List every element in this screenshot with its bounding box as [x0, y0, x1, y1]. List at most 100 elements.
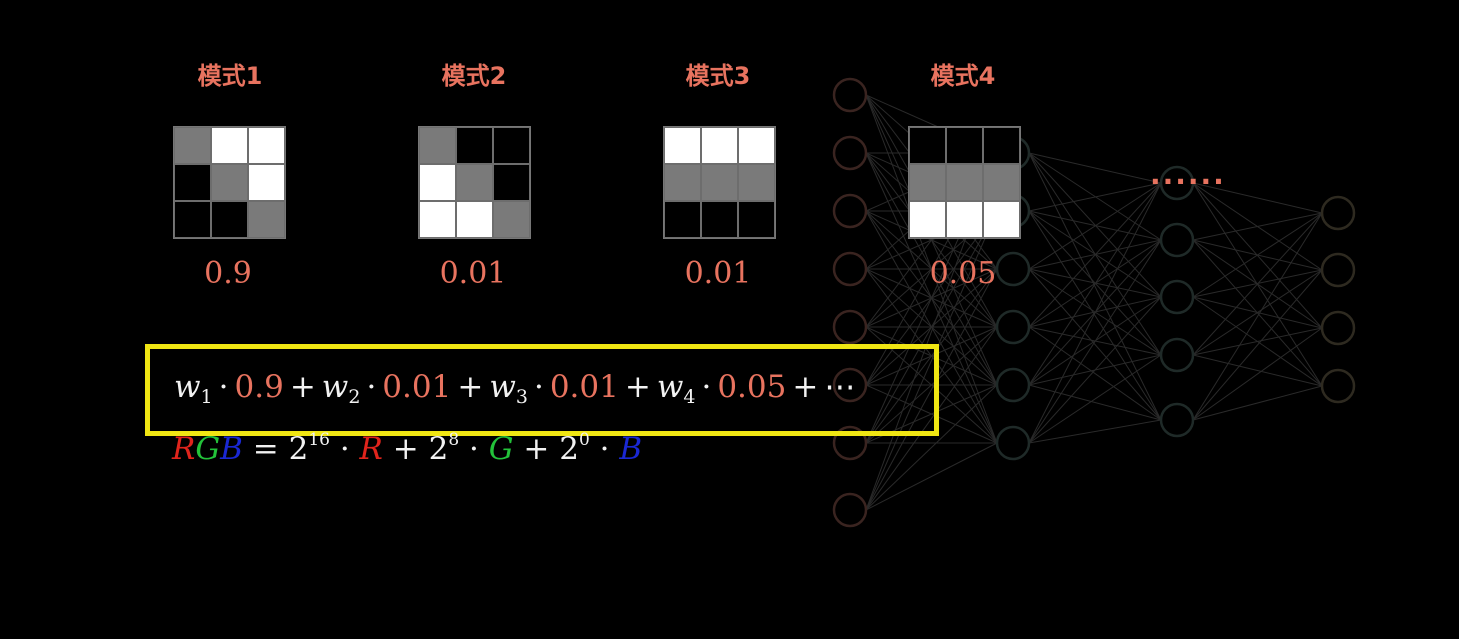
pattern-cell [664, 201, 701, 238]
pattern-label-1: 模式1 [197, 62, 263, 90]
rgb-R: R [172, 431, 196, 467]
network-node [832, 367, 868, 403]
network-edge [1028, 182, 1162, 386]
network-edge [1028, 182, 1162, 270]
network-node [832, 193, 868, 229]
network-edge [1028, 210, 1162, 421]
pattern-grid-2 [418, 126, 531, 239]
pattern-cell [211, 201, 248, 238]
value-4: 0.05 [717, 369, 787, 405]
pattern-cell [248, 127, 285, 164]
network-edge [1192, 212, 1323, 241]
network-edge [865, 268, 998, 444]
network-node [995, 425, 1031, 461]
weight-w2: w2 [321, 369, 361, 408]
pattern-label-3: 模式3 [685, 62, 751, 90]
network-node [832, 251, 868, 287]
pattern-score-2: 0.01 [439, 256, 507, 291]
pattern-cell [909, 201, 946, 238]
pattern-cell [174, 127, 211, 164]
network-node [1320, 252, 1356, 288]
network-edge [865, 326, 998, 444]
pattern-grid-4 [908, 126, 1021, 239]
network-node [1159, 222, 1195, 258]
weighted-sum-formula: w1·0.9+w2·0.01+w3·0.01+w4·0.05+⋯ [174, 369, 856, 408]
network-edge [865, 384, 998, 511]
network-edge [865, 210, 998, 511]
network-node [832, 77, 868, 113]
pattern-label-2: 模式2 [441, 62, 507, 90]
pattern-cell [664, 164, 701, 201]
pattern-cell [174, 164, 211, 201]
pattern-cell [701, 201, 738, 238]
network-node [1159, 165, 1195, 201]
pattern-cell [909, 164, 946, 201]
network-node [995, 251, 1031, 287]
network-node [832, 492, 868, 528]
network-node [1159, 279, 1195, 315]
pattern-cell [738, 164, 775, 201]
value-3: 0.01 [549, 369, 619, 405]
network-edge [1028, 326, 1162, 421]
network-edge [1192, 269, 1323, 356]
pattern-cell [248, 201, 285, 238]
pattern-cell [456, 127, 493, 164]
network-edge [1028, 419, 1162, 444]
pattern-grid-3 [663, 126, 776, 239]
ellipsis-more-patterns: ...... [1150, 158, 1226, 191]
pattern-cell [456, 164, 493, 201]
network-edge [1028, 354, 1162, 444]
network-node [1159, 402, 1195, 438]
pattern-cell [983, 164, 1020, 201]
network-edge [1028, 296, 1162, 444]
pattern-cell [738, 201, 775, 238]
pattern-score-3: 0.01 [684, 256, 752, 291]
network-edge [1028, 239, 1162, 444]
network-edge [1028, 384, 1162, 421]
network-node [1320, 195, 1356, 231]
network-edge [1192, 212, 1323, 356]
pattern-cell [664, 127, 701, 164]
pattern-cell [174, 201, 211, 238]
network-edge [1028, 152, 1162, 184]
pattern-score-1: 0.9 [204, 256, 252, 291]
network-edge [865, 268, 998, 511]
network-edge [1028, 182, 1162, 444]
network-edge [1192, 212, 1323, 298]
pattern-cell [909, 127, 946, 164]
pattern-cell [419, 201, 456, 238]
pattern-cell [983, 201, 1020, 238]
network-node [1320, 310, 1356, 346]
pattern-cell [701, 164, 738, 201]
rgb-B: B [220, 431, 243, 467]
pattern-cell [946, 127, 983, 164]
network-edge [1192, 269, 1323, 421]
pattern-cell [493, 201, 530, 238]
network-node [1159, 337, 1195, 373]
pattern-cell [701, 127, 738, 164]
weight-w1: w1 [174, 369, 213, 408]
network-node [832, 425, 868, 461]
network-edge [865, 326, 998, 511]
rgb-G: G [195, 431, 221, 467]
network-edge [1192, 327, 1323, 356]
network-node [995, 367, 1031, 403]
pattern-cell [493, 164, 530, 201]
pattern-cell [493, 127, 530, 164]
value-2: 0.01 [382, 369, 452, 405]
pattern-cell [456, 201, 493, 238]
pattern-cell [419, 164, 456, 201]
formula-tail-ellipsis: ⋯ [824, 369, 856, 405]
pattern-score-4: 0.05 [929, 256, 997, 291]
rgb-formula: RGB = 216 · R + 28 · G + 20 · B [172, 430, 643, 467]
network-edge [1028, 182, 1162, 328]
network-edge [1192, 182, 1323, 214]
pattern-cell [946, 164, 983, 201]
network-edge [1192, 212, 1323, 421]
pattern-cell [248, 164, 285, 201]
value-1: 0.9 [234, 369, 284, 405]
pattern-cell [211, 127, 248, 164]
formula-box: w1·0.9+w2·0.01+w3·0.01+w4·0.05+⋯ [145, 344, 939, 436]
pattern-cell [983, 127, 1020, 164]
